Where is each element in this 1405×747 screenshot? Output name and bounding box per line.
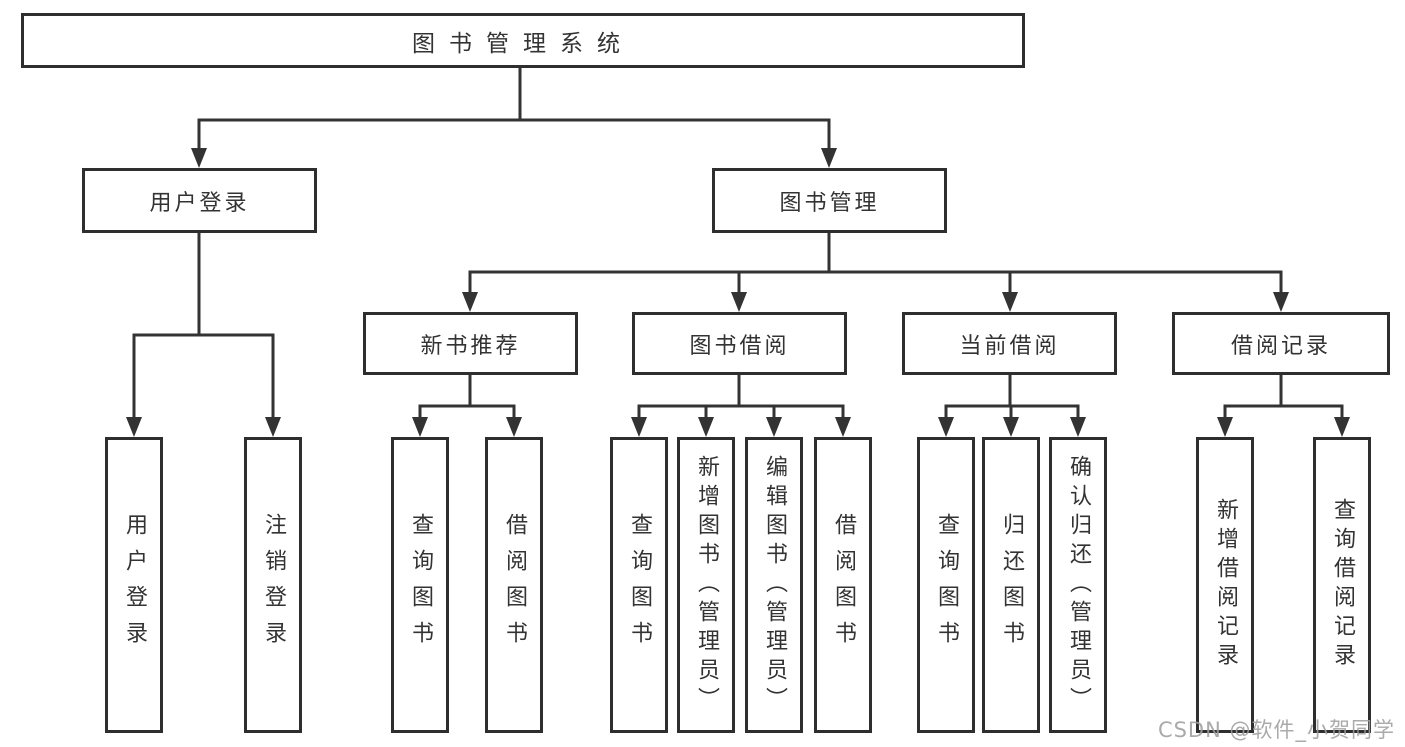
node-current-borrow-label: 当前借阅 — [959, 333, 1060, 359]
leaf-current-confirm-return-admin: 确认归还（管理员） — [1049, 437, 1107, 733]
node-user-login-label: 用户登录 — [149, 190, 250, 216]
node-borrow-records: 借阅记录 — [1172, 312, 1390, 375]
watermark: CSDN @软件_小贺同学 — [1157, 718, 1395, 742]
leaf-borrow-query-books: 查询图书 — [610, 437, 668, 733]
leaf-current-confirm-return-admin-label: 确认归还（管理员） — [1066, 454, 1091, 716]
node-root: 图书管理系统 — [21, 13, 1025, 68]
leaf-current-query-books: 查询图书 — [917, 437, 975, 733]
leaf-records-query-record-label: 查询借阅记录 — [1330, 498, 1355, 672]
leaf-records-add-record-label: 新增借阅记录 — [1213, 498, 1238, 672]
leaf-current-query-books-label: 查询图书 — [934, 513, 959, 657]
node-book-management-label: 图书管理 — [779, 190, 880, 216]
node-root-label: 图书管理系统 — [412, 30, 634, 57]
leaf-recommend-borrow-books: 借阅图书 — [485, 437, 543, 733]
node-user-login: 用户登录 — [82, 168, 317, 233]
leaf-recommend-borrow-books-label: 借阅图书 — [502, 513, 527, 657]
leaf-records-query-record: 查询借阅记录 — [1313, 437, 1371, 733]
leaf-borrow-edit-books-admin-label: 编辑图书（管理员） — [762, 454, 787, 716]
leaf-borrow-edit-books-admin: 编辑图书（管理员） — [745, 437, 803, 733]
leaf-recommend-query-books-label: 查询图书 — [408, 513, 433, 657]
node-new-book-recommend-label: 新书推荐 — [420, 333, 521, 359]
leaf-records-add-record: 新增借阅记录 — [1196, 437, 1254, 733]
node-new-book-recommend: 新书推荐 — [363, 312, 578, 375]
leaf-current-return-books-label: 归还图书 — [999, 513, 1024, 657]
leaf-user-login-label: 用户登录 — [122, 513, 147, 657]
node-borrow-records-label: 借阅记录 — [1230, 333, 1331, 359]
node-book-borrow: 图书借阅 — [632, 312, 847, 375]
leaf-borrow-add-books-admin-label: 新增图书（管理员） — [694, 454, 719, 716]
leaf-current-return-books: 归还图书 — [982, 437, 1040, 733]
node-book-borrow-label: 图书借阅 — [689, 333, 790, 359]
leaf-user-login: 用户登录 — [105, 437, 163, 733]
leaf-logout: 注销登录 — [244, 437, 302, 733]
leaf-borrow-borrow-books-label: 借阅图书 — [831, 513, 856, 657]
leaf-logout-label: 注销登录 — [261, 513, 286, 657]
leaf-borrow-query-books-label: 查询图书 — [627, 513, 652, 657]
leaf-borrow-borrow-books: 借阅图书 — [814, 437, 872, 733]
node-book-management: 图书管理 — [712, 168, 947, 233]
leaf-recommend-query-books: 查询图书 — [391, 437, 449, 733]
node-current-borrow: 当前借阅 — [902, 312, 1117, 375]
leaf-borrow-add-books-admin: 新增图书（管理员） — [677, 437, 735, 733]
